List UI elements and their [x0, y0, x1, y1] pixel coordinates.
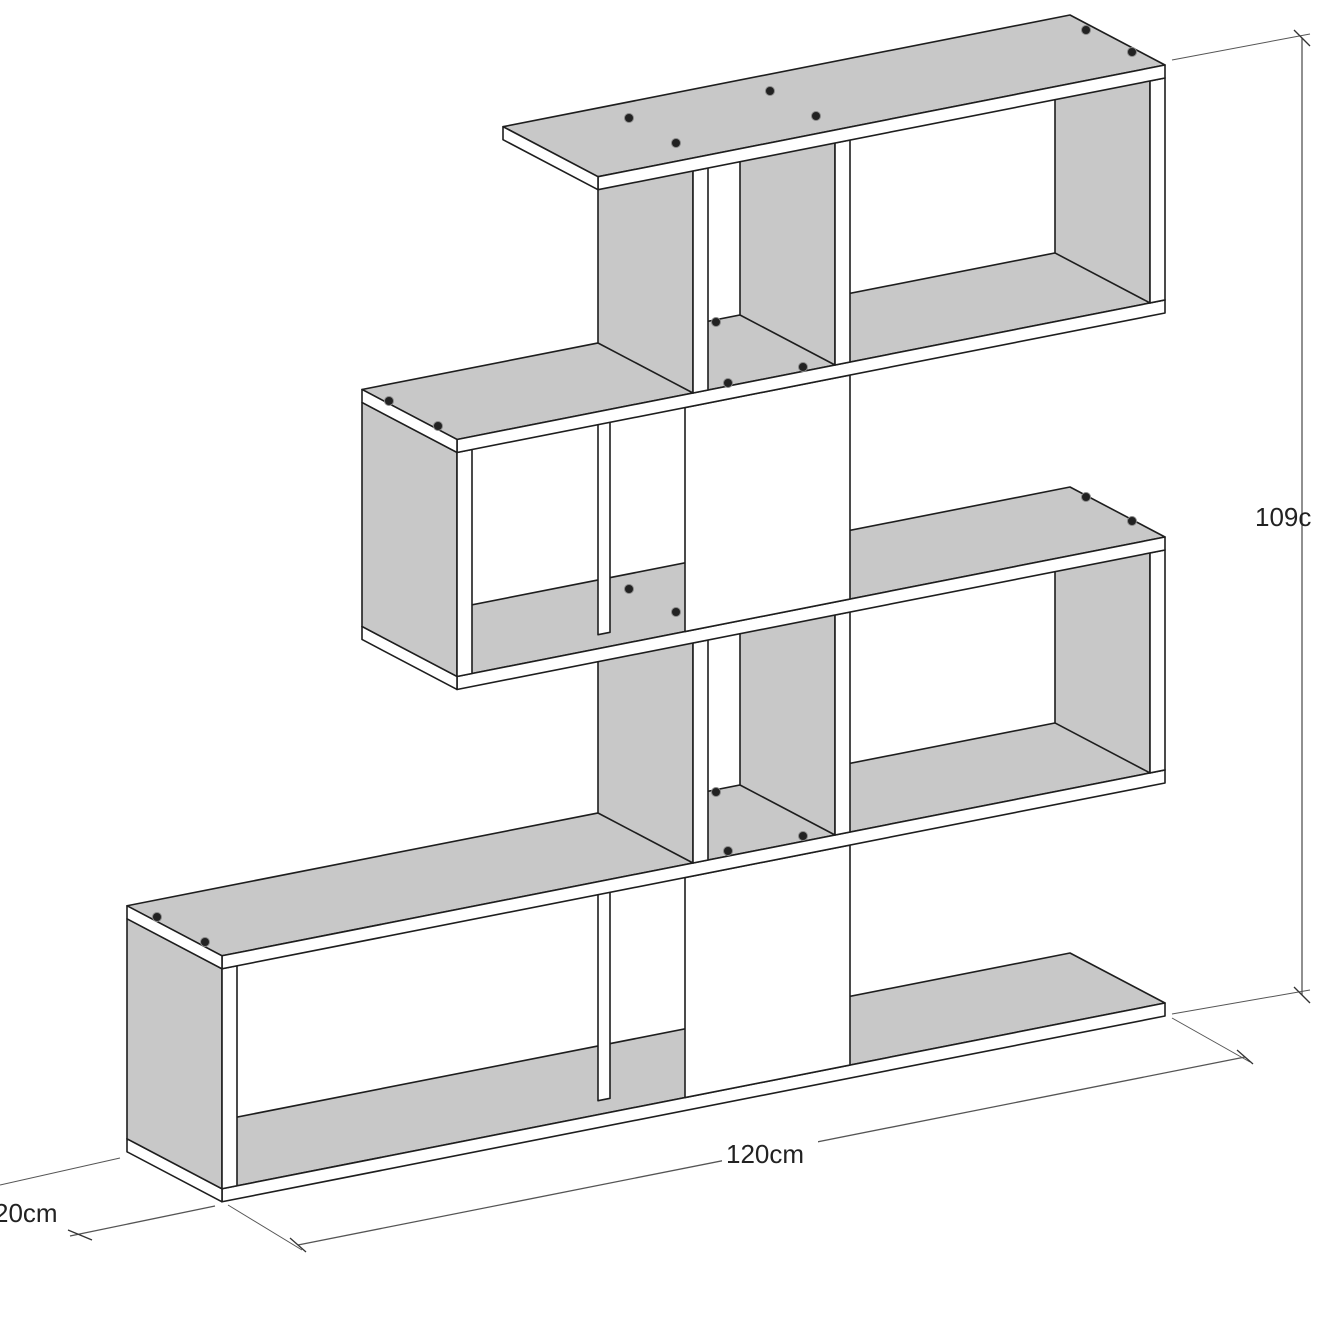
- screw-icon: [671, 138, 681, 148]
- screw-icon: [798, 831, 808, 841]
- height-extension-bottom: [1171, 989, 1311, 1015]
- screw-icon: [765, 86, 775, 96]
- screw-icon: [152, 912, 162, 922]
- shelf-board-end: [361, 388, 458, 454]
- screw-icon: [723, 846, 733, 856]
- screw-icon: [723, 378, 733, 388]
- side-panel-front-edge: [221, 964, 238, 1190]
- screw-icon: [200, 937, 210, 947]
- side-panel-front-edge: [1149, 549, 1166, 774]
- depth-label: 20cm: [0, 1198, 58, 1228]
- side-panel-front-edge: [1149, 77, 1166, 304]
- height-extension-top: [1171, 33, 1311, 61]
- side-panel-front-edge: [834, 611, 851, 836]
- screw-icon: [711, 787, 721, 797]
- center-back-panel: [684, 374, 851, 633]
- depth-dimension-line: [69, 1205, 216, 1237]
- screw-icon: [798, 362, 808, 372]
- side-panel-front-edge: [692, 167, 709, 394]
- screw-icon: [671, 607, 681, 617]
- screw-icon: [624, 584, 634, 594]
- height-label: 109c: [1255, 502, 1311, 532]
- side-panel-front-edge: [834, 139, 851, 366]
- screw-icon: [1127, 516, 1137, 526]
- width-tick-right: [1236, 1049, 1254, 1065]
- height-tick-top: [1293, 29, 1311, 47]
- width-extension-left: [227, 1204, 303, 1251]
- side-panel-front-edge: [456, 448, 473, 678]
- shelf-board-top: [126, 952, 1166, 1190]
- screw-icon: [1081, 25, 1091, 35]
- side-panel-front-edge: [692, 639, 709, 864]
- screw-icon: [1127, 47, 1137, 57]
- shelf-board-end: [126, 904, 223, 970]
- dimension-lines: 109c 120cm 20cm: [0, 29, 1311, 1253]
- width-tick-left: [289, 1237, 307, 1253]
- screw-icon: [624, 113, 634, 123]
- screw-icon: [384, 396, 394, 406]
- depth-extension: [0, 1157, 121, 1186]
- width-label: 120cm: [726, 1139, 804, 1169]
- depth-tick: [67, 1229, 93, 1241]
- height-tick-bottom: [1293, 986, 1311, 1004]
- screw-icon: [711, 317, 721, 327]
- screw-icon: [433, 421, 443, 431]
- zigzag-shelf-unit: [126, 14, 1166, 1203]
- screw-icon: [1081, 492, 1091, 502]
- rear-divider: [597, 881, 611, 1102]
- shelf-board-end: [502, 125, 599, 191]
- width-extension-right: [1171, 1017, 1251, 1063]
- rear-divider: [597, 411, 611, 636]
- screw-icon: [811, 111, 821, 121]
- center-back-panel: [684, 844, 851, 1099]
